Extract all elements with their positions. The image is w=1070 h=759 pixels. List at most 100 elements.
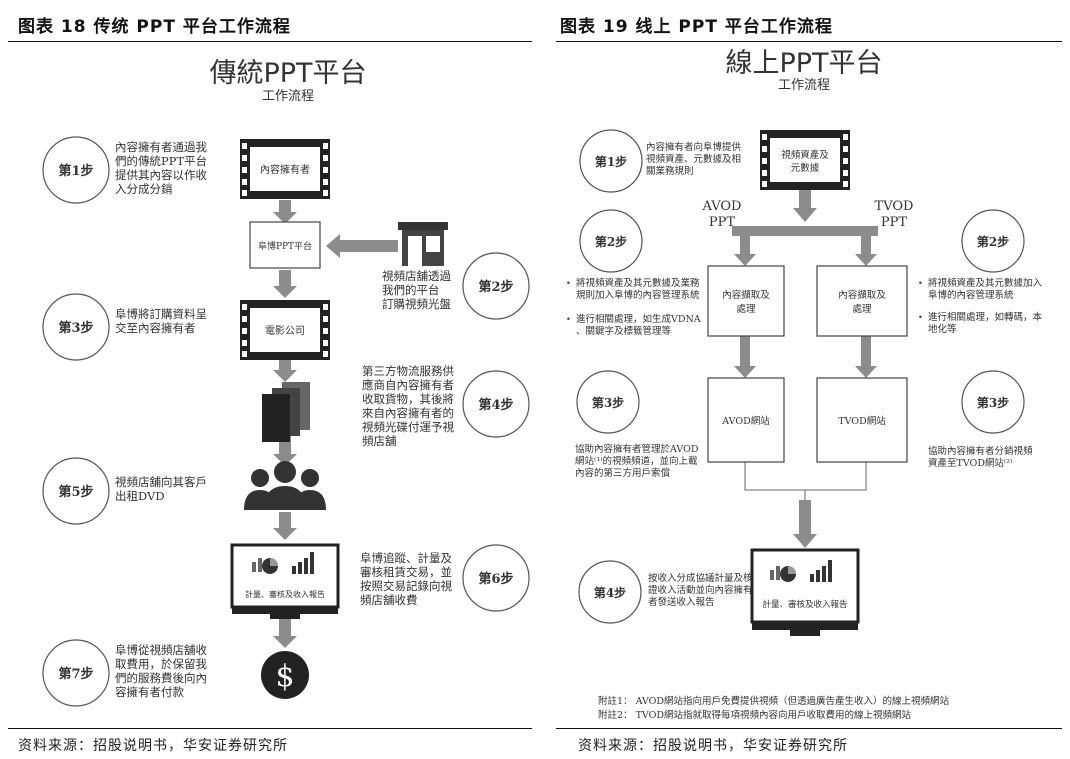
left-desc-step4: 第三方物流服務供 應商自內容擁有者 收取貨物，其後將 來自內容擁有者的 視頻光碟… bbox=[362, 364, 454, 448]
shop-icon bbox=[398, 222, 448, 266]
right-title: 線上PPT平台 bbox=[725, 48, 882, 79]
right-bottom-rule bbox=[556, 728, 1062, 729]
text-line: 收取貨物，其後將 bbox=[362, 392, 454, 406]
text-line: 將視頻資產及其元數據及業務 bbox=[576, 277, 700, 289]
right-figure-header: 图表 19 线上 PPT 平台工作流程 bbox=[560, 17, 833, 37]
text-line: 訂購視頻光盤 bbox=[382, 297, 451, 311]
dollar-sign: $ bbox=[275, 659, 294, 694]
tvod-extract-line2: 處理 bbox=[852, 303, 872, 315]
text-line: 出租DVD bbox=[115, 489, 165, 503]
right-merge-line bbox=[744, 462, 867, 491]
text-line: 網站⁽¹⁾的視頻頻道，並向上載 bbox=[575, 455, 698, 467]
right-source-note: 资料来源：招股说明书，华安证券研究所 bbox=[578, 738, 848, 754]
right-top-rule bbox=[556, 41, 1062, 42]
right-desc-step3-left: 協助內容擁有者管理於AVOD 網站⁽¹⁾的視頻頻道，並向上載 內容的第三方用戶索… bbox=[575, 443, 699, 479]
text-line: 規則加入阜博的內容管理系統 bbox=[576, 289, 700, 301]
right-report-label: 計量、審核及收入報告 bbox=[762, 599, 847, 610]
text-line: 進行相關處理，如生成VDNA bbox=[576, 313, 701, 325]
text-line: 視頻店舖透過 bbox=[382, 269, 451, 283]
left-desc-step2: 視頻店舖透過 我們的平台 訂購視頻光盤 bbox=[382, 269, 451, 311]
box-avod-extract bbox=[707, 265, 785, 337]
text-line: 進行相關處理，如轉碼，本 bbox=[928, 311, 1043, 323]
left-step-1: 第1步 bbox=[58, 163, 93, 179]
people-icon bbox=[244, 461, 326, 510]
right-subtitle: 工作流程 bbox=[778, 78, 830, 93]
text-line: 阜博的內容管理系統 bbox=[928, 289, 1014, 301]
text-line: 地化等 bbox=[928, 323, 957, 335]
text-line: 頻店舖 bbox=[362, 434, 397, 448]
box-tvod-extract bbox=[816, 265, 908, 337]
text-line: 者發送收入報告 bbox=[648, 596, 715, 608]
text-line: 將視頻資產及其元數據加入 bbox=[928, 277, 1043, 289]
right-top-box-line1: 視頻資產及 bbox=[781, 149, 829, 161]
right-descriptions: 內容擁有者向阜博提供 視頻資產、元數據及相 關業務規則 • 將視頻資產及其元數據… bbox=[566, 141, 1043, 608]
text-line: 交至內容擁有者 bbox=[115, 321, 196, 335]
avod-extract-line1: 內容擷取及 bbox=[722, 289, 770, 301]
text-line: 審核租賃交易，並 bbox=[360, 565, 452, 579]
right-desc-step2-right: • 將視頻資產及其元數據加入 阜博的內容管理系統 • 進行相關處理，如轉碼，本 … bbox=[918, 277, 1043, 335]
text-line: 容擁有者付款 bbox=[115, 685, 184, 699]
text-line: 取費用，於保留我 bbox=[115, 657, 207, 671]
box-platform-label: 阜博PPT平台 bbox=[258, 240, 312, 252]
svg-text:•: • bbox=[566, 315, 571, 324]
text-line: 們的服務費後向內 bbox=[115, 671, 207, 685]
text-line: 協助內容擁有者管理於AVOD bbox=[575, 443, 699, 455]
tvod-site-label: TVOD網站 bbox=[838, 415, 886, 427]
svg-text:•: • bbox=[566, 279, 571, 288]
right-desc-step4: 按收入分成協議計量及核 證收入活動並向內容擁有 者發送收入報告 bbox=[648, 572, 753, 608]
avod-extract-line2: 處理 bbox=[736, 303, 756, 315]
dollar-coin-icon bbox=[261, 651, 309, 699]
left-step-2: 第2步 bbox=[478, 279, 513, 295]
right-step-2b: 第2步 bbox=[977, 234, 1009, 249]
text-line: 入分成分銷 bbox=[115, 182, 173, 196]
right-desc-step1: 內容擁有者向阜博提供 視頻資產、元數據及相 關業務規則 bbox=[646, 141, 742, 177]
text-line: 、關鍵字及標籤管理等 bbox=[576, 325, 672, 337]
left-step-3: 第3步 bbox=[58, 320, 93, 336]
svg-text:•: • bbox=[918, 313, 923, 322]
footnote-1: 附註1： AVOD網站指向用戶免費提供視頻（但透過廣告產生收入）的線上視頻網站 bbox=[598, 695, 950, 707]
text-line: 按收入分成協議計量及核 bbox=[648, 572, 753, 584]
left-report-label: 計量、審核及收入報告 bbox=[245, 589, 325, 599]
left-desc-step1: 內容擁有者通過我 們的傳統PPT平台 提供其內容以作收 入分成分銷 bbox=[115, 140, 207, 196]
text-line: 提供其內容以作收 bbox=[115, 168, 207, 182]
avod-site-label: AVOD網站 bbox=[721, 415, 770, 427]
box-content-owner: 內容擁有者 bbox=[260, 163, 310, 176]
right-step-1: 第1步 bbox=[595, 154, 627, 169]
left-step-4: 第4步 bbox=[478, 397, 513, 413]
right-top-box-line2: 元數據 bbox=[791, 162, 820, 174]
text-line: 們的傳統PPT平台 bbox=[115, 154, 207, 168]
right-desc-step3-right: 協助內容擁有者分銷視頻 資產至TVOD網站⁽²⁾ bbox=[928, 445, 1033, 469]
left-title: 傳統PPT平台 bbox=[209, 58, 366, 89]
tvod-ppt-label-1: TVOD bbox=[875, 199, 914, 214]
avod-ppt-label-1: AVOD bbox=[702, 199, 742, 214]
left-desc-step6: 阜博追蹤、計量及 審核租賃交易，並 按照交易記錄向視 頻店舖收費 bbox=[360, 551, 452, 607]
tvod-ppt-label-2: PPT bbox=[881, 215, 907, 230]
text-line: 證收入活動並向內容擁有 bbox=[648, 584, 753, 596]
text-line: 按照交易記錄向視 bbox=[360, 579, 452, 593]
text-line: 第三方物流服務供 bbox=[362, 364, 454, 378]
right-desc-step2-left: • 將視頻資產及其元數據及業務 規則加入阜博的內容管理系統 • 進行相關處理，如… bbox=[566, 277, 701, 337]
avod-ppt-label-2: PPT bbox=[709, 215, 735, 230]
text-line: 協助內容擁有者分銷視頻 bbox=[928, 445, 1033, 457]
text-line: 視頻光碟付運予視 bbox=[362, 420, 454, 434]
right-step-2a: 第2步 bbox=[595, 234, 627, 249]
left-source-note: 资料来源：招股说明书，华安证券研究所 bbox=[18, 738, 288, 754]
text-line: 關業務規則 bbox=[646, 165, 694, 177]
right-step-3b: 第3步 bbox=[977, 395, 1009, 410]
text-line: 阜博將訂購資料呈 bbox=[115, 307, 207, 321]
right-monitor-icon bbox=[750, 548, 860, 636]
left-step-circles bbox=[42, 136, 530, 707]
text-line: 來自內容擁有者的 bbox=[362, 406, 454, 420]
left-descriptions: 內容擁有者通過我 們的傳統PPT平台 提供其內容以作收 入分成分銷 視頻店舖透過… bbox=[115, 140, 454, 699]
left-figure-header: 图表 18 传统 PPT 平台工作流程 bbox=[18, 17, 291, 37]
left-step-7: 第7步 bbox=[58, 666, 93, 682]
text-line: 內容擁有者通過我 bbox=[115, 140, 207, 154]
text-line: 資產至TVOD網站⁽²⁾ bbox=[928, 457, 1012, 469]
tvod-extract-line1: 內容擷取及 bbox=[838, 289, 886, 301]
right-step-circles bbox=[576, 129, 1025, 624]
box-tvod-site bbox=[816, 377, 908, 463]
box-avod-site bbox=[707, 377, 785, 463]
text-line: 視頻店舖向其客戶 bbox=[115, 475, 207, 489]
footnote-2: 附註2： TVOD網站指就取得每項視頻內容向用戶收取費用的線上視頻網站 bbox=[598, 709, 911, 721]
